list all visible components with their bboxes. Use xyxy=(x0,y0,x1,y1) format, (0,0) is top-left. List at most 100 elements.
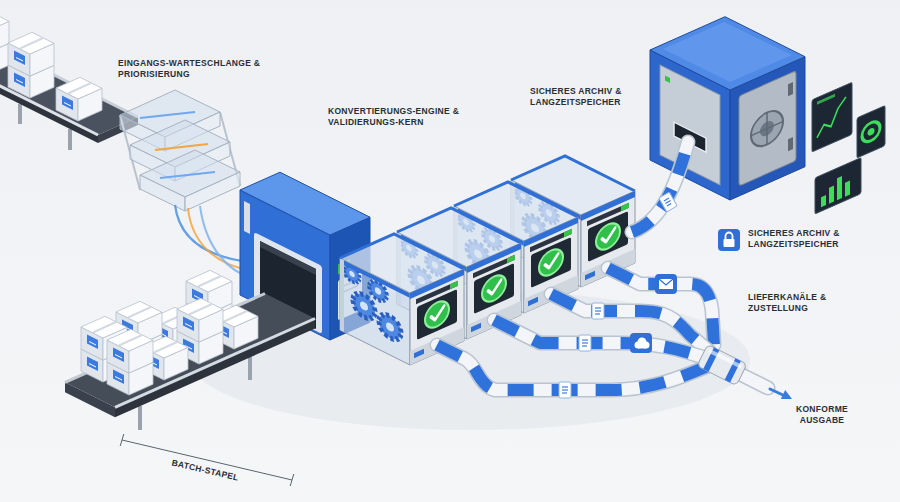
monitor-screens-part-part xyxy=(868,127,875,137)
batch-bracket-part xyxy=(120,434,124,446)
priority-chutes-part-part xyxy=(140,175,185,211)
monitor-screens-part xyxy=(812,82,852,152)
delivery-pipe xyxy=(437,345,708,390)
part-label: BATCH-STAPEL xyxy=(170,457,239,483)
part-label: KONFORME AUSGABE xyxy=(790,404,854,425)
document-icon xyxy=(559,382,571,398)
scanner-machine-part-part xyxy=(244,201,250,234)
delivery-pipe-part xyxy=(494,320,706,358)
monitor-screens-part-part xyxy=(817,94,835,105)
priority-chutes-part xyxy=(140,150,240,211)
output-arrow-part xyxy=(770,389,784,396)
part-label: LIEFERKANÄLE & ZUSTELLUNG xyxy=(748,292,858,313)
delivery-pipe-part xyxy=(494,320,706,358)
lock-tile-part xyxy=(724,239,735,247)
document-icon xyxy=(579,335,591,351)
monitor-screens xyxy=(812,82,885,214)
parcel xyxy=(177,298,223,342)
priority-chutes-part-part xyxy=(160,172,215,178)
monitor-screens-part-part xyxy=(857,106,885,158)
archive-pipe-part xyxy=(632,142,688,232)
output-pipe xyxy=(740,374,768,388)
output-arrow xyxy=(770,389,792,399)
monitor-screens-part-part xyxy=(815,158,861,214)
secure-vault-part-part xyxy=(751,105,783,151)
cloud-tile-part xyxy=(630,333,652,353)
lock-tile-part xyxy=(726,233,733,240)
monitor-screens-part-part xyxy=(812,82,852,152)
parcel xyxy=(8,32,54,76)
mail-tile xyxy=(655,274,677,294)
part-label: KONVERTIERUNGS-ENGINE & VALIDIERUNGS-KER… xyxy=(328,106,498,127)
parcel xyxy=(56,77,102,121)
scanner-machine-part-part xyxy=(260,241,316,275)
pipe-junction-part xyxy=(697,344,747,385)
document-icon xyxy=(659,192,677,212)
document-icons xyxy=(559,192,677,398)
monitor-screens-part xyxy=(815,158,861,214)
mail-tile-part xyxy=(659,279,673,285)
label-box: BATCH-STAPEL xyxy=(170,457,239,483)
priority-chutes-part-part xyxy=(155,144,208,150)
input-conveyor-part xyxy=(68,129,72,150)
output-pipe-part xyxy=(740,374,768,388)
batch-conveyor-part xyxy=(65,294,265,383)
part-label: SICHERES ARCHIV & LANGZEITSPEICHER xyxy=(530,86,640,107)
batch-conveyor-part xyxy=(248,357,252,380)
input-conveyor xyxy=(0,10,138,150)
priority-chutes xyxy=(120,90,240,211)
mail-tile-part xyxy=(659,279,673,289)
secure-vault-part xyxy=(660,65,720,185)
batch-conveyor xyxy=(65,270,315,430)
delivery-pipe-part xyxy=(437,345,708,390)
monitor-screens-part-part xyxy=(817,97,846,138)
cloud-tile xyxy=(630,333,652,353)
batch-bracket xyxy=(120,434,294,486)
lock-tile-part xyxy=(718,229,740,251)
output-arrow-part xyxy=(781,390,792,399)
secure-vault-part-part xyxy=(665,76,670,84)
label-box: SICHERES ARCHIV & LANGZEITSPEICHER xyxy=(748,228,858,249)
conversion-modules xyxy=(340,156,635,365)
input-conveyor-part xyxy=(18,104,22,124)
pipe-junction xyxy=(697,344,747,385)
scanner-machine-part xyxy=(240,172,370,235)
secure-vault-part-part xyxy=(660,65,720,185)
monitor-screens-part-part xyxy=(829,186,834,204)
lock-tile xyxy=(718,229,740,251)
document-icon xyxy=(592,303,604,319)
cloud-tile-part xyxy=(638,345,646,349)
batch-conveyor-part xyxy=(65,294,315,408)
parcel xyxy=(107,329,153,373)
part-label: SICHERES ARCHIV & LANGZEITSPEICHER xyxy=(748,228,858,249)
secure-vault-part-part xyxy=(739,71,796,186)
label-box: KONVERTIERUNGS-ENGINE & VALIDIERUNGS-KER… xyxy=(328,106,498,127)
priority-chutes-part-part xyxy=(185,172,240,211)
label-box: KONFORME AUSGABE xyxy=(790,404,854,425)
batch-conveyor-part xyxy=(138,406,142,430)
secure-vault-part xyxy=(663,22,792,82)
delivery-pipe xyxy=(494,320,706,358)
secure-vault-part xyxy=(739,71,796,186)
pipes xyxy=(437,142,768,390)
label-box: EINGANGS-WARTESCHLANGE & PRIORISIERUNG xyxy=(118,58,276,79)
archive-pipe xyxy=(632,142,688,232)
delivery-pipe-part xyxy=(437,345,708,390)
secure-vault-part-part xyxy=(788,82,793,96)
batch-bracket-part xyxy=(290,474,294,486)
monitor-screens-part xyxy=(857,106,885,158)
secure-vault-part-part xyxy=(788,137,793,151)
secure-vault-part-part xyxy=(751,121,783,135)
monitor-screens-part-part xyxy=(862,119,880,145)
archive-pipe-part xyxy=(632,142,688,232)
label-box: SICHERES ARCHIV & LANGZEITSPEICHER xyxy=(530,86,640,107)
part-label: EINGANGS-WARTESCHLANGE & PRIORISIERUNG xyxy=(118,58,276,79)
output-pipe-part xyxy=(740,374,768,388)
priority-chutes-part-part xyxy=(140,112,195,118)
monitor-screens-part-part xyxy=(837,176,842,200)
mail-tile-part xyxy=(655,274,677,294)
label-box: LIEFERKANÄLE & ZUSTELLUNG xyxy=(748,292,858,313)
archive-pipe-part xyxy=(632,142,688,232)
delivery-pipe-part xyxy=(437,345,708,390)
